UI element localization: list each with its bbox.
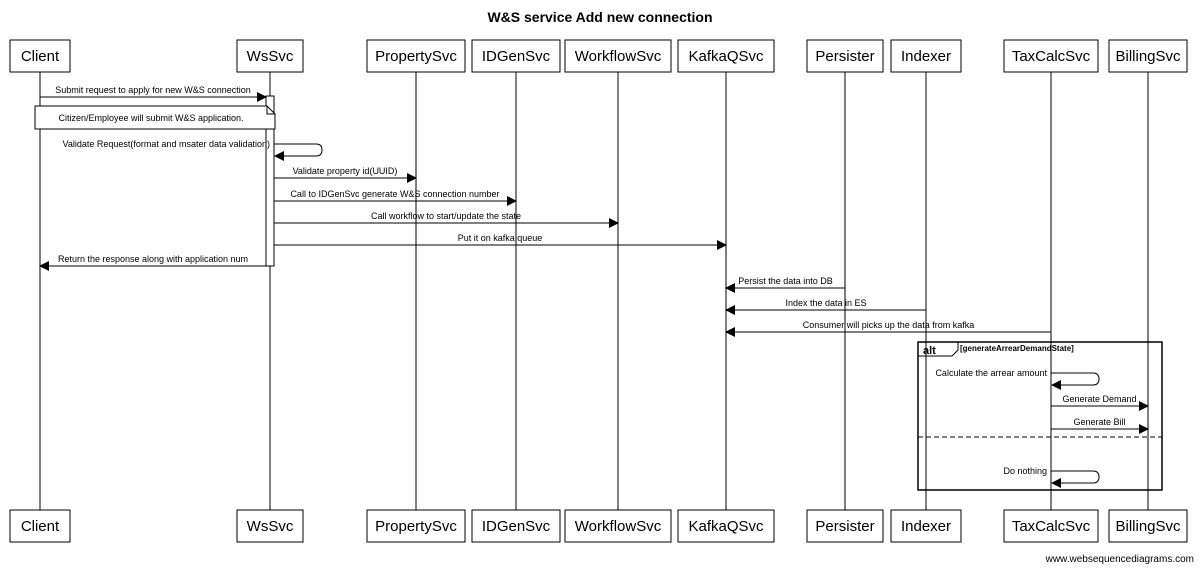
participant-label-ws-bottom: WsSvc bbox=[247, 518, 294, 535]
participant-box-kafka-top bbox=[677, 39, 775, 73]
message-arrow-10 bbox=[1051, 372, 1100, 390]
participant-label-bill-top: BillingSvc bbox=[1115, 48, 1181, 65]
participant-box-prop-top bbox=[366, 39, 466, 73]
participant-label-ws-top: WsSvc bbox=[247, 48, 294, 65]
message-label-5: Put it on kafka queue bbox=[458, 233, 543, 243]
note-fold bbox=[266, 106, 275, 115]
participant-label-prop-top: PropertySvc bbox=[375, 48, 457, 65]
participant-label-wf-top: WorkflowSvc bbox=[575, 48, 662, 65]
message-label-13: Do nothing bbox=[1003, 466, 1047, 476]
participant-box-wf-top bbox=[564, 39, 672, 73]
participant-label-pers-top: Persister bbox=[815, 48, 874, 65]
participant-label-idx-bottom: Indexer bbox=[901, 518, 951, 535]
message-label-2: Validate property id(UUID) bbox=[293, 166, 398, 176]
message-label-8: Index the data in ES bbox=[785, 298, 866, 308]
participant-box-pers-bottom bbox=[806, 509, 884, 543]
message-label-7: Persist the data into DB bbox=[738, 276, 833, 286]
message-label-12: Generate Bill bbox=[1073, 417, 1125, 427]
message-label-3: Call to IDGenSvc generate W&S connection… bbox=[290, 189, 499, 199]
participant-label-kafka-top: KafkaQSvc bbox=[688, 48, 764, 65]
diagram-title: W&S service Add new connection bbox=[487, 9, 712, 25]
participant-box-idx-bottom bbox=[890, 509, 962, 543]
participant-box-ws-top bbox=[236, 39, 304, 73]
participant-box-bill-bottom bbox=[1108, 509, 1188, 543]
participant-label-kafka-bottom: KafkaQSvc bbox=[688, 518, 764, 535]
participant-box-kafka-bottom bbox=[677, 509, 775, 543]
participant-label-client-top: Client bbox=[21, 48, 60, 65]
message-arrow-1 bbox=[274, 143, 323, 161]
message-label-6: Return the response along with applicati… bbox=[58, 254, 248, 264]
message-label-4: Call workflow to start/update the state bbox=[371, 211, 521, 221]
participant-label-prop-bottom: PropertySvc bbox=[375, 518, 457, 535]
participant-box-bill-top bbox=[1108, 39, 1188, 73]
participant-box-client-top bbox=[9, 39, 71, 73]
note-box bbox=[34, 105, 276, 130]
message-label-10: Calculate the arrear amount bbox=[935, 368, 1047, 378]
participant-label-idgen-top: IDGenSvc bbox=[482, 48, 551, 65]
participant-label-wf-bottom: WorkflowSvc bbox=[575, 518, 662, 535]
participant-box-ws-bottom bbox=[236, 509, 304, 543]
participant-label-client-bottom: Client bbox=[21, 518, 60, 535]
participant-box-client-bottom bbox=[9, 509, 71, 543]
participant-label-bill-bottom: BillingSvc bbox=[1115, 518, 1181, 535]
alt-frame-tab bbox=[918, 342, 959, 357]
message-label-11: Generate Demand bbox=[1062, 394, 1136, 404]
alt-frame bbox=[917, 341, 1163, 491]
participant-label-idx-top: Indexer bbox=[901, 48, 951, 65]
note-text: Citizen/Employee will submit W&S applica… bbox=[58, 113, 243, 123]
participant-box-tax-top bbox=[1003, 39, 1099, 73]
participant-box-idgen-top bbox=[471, 39, 561, 73]
participant-box-pers-top bbox=[806, 39, 884, 73]
alt-keyword: alt bbox=[923, 345, 936, 357]
participant-label-idgen-bottom: IDGenSvc bbox=[482, 518, 551, 535]
message-label-1: Validate Request(format and msater data … bbox=[63, 139, 270, 149]
participant-box-idx-top bbox=[890, 39, 962, 73]
alt-condition: [generateArrearDemandState] bbox=[960, 344, 1074, 353]
activation-bar-ws bbox=[265, 95, 275, 267]
footer-credit: www.websequencediagrams.com bbox=[1045, 554, 1194, 565]
participant-box-wf-bottom bbox=[564, 509, 672, 543]
participant-box-idgen-bottom bbox=[471, 509, 561, 543]
participant-box-tax-bottom bbox=[1003, 509, 1099, 543]
participant-box-prop-bottom bbox=[366, 509, 466, 543]
message-label-0: Submit request to apply for new W&S conn… bbox=[55, 85, 251, 95]
participant-label-tax-top: TaxCalcSvc bbox=[1012, 48, 1091, 65]
message-arrow-13 bbox=[1051, 470, 1100, 488]
message-label-9: Consumer will picks up the data from kaf… bbox=[803, 320, 975, 330]
participant-label-tax-bottom: TaxCalcSvc bbox=[1012, 518, 1091, 535]
participant-label-pers-bottom: Persister bbox=[815, 518, 874, 535]
